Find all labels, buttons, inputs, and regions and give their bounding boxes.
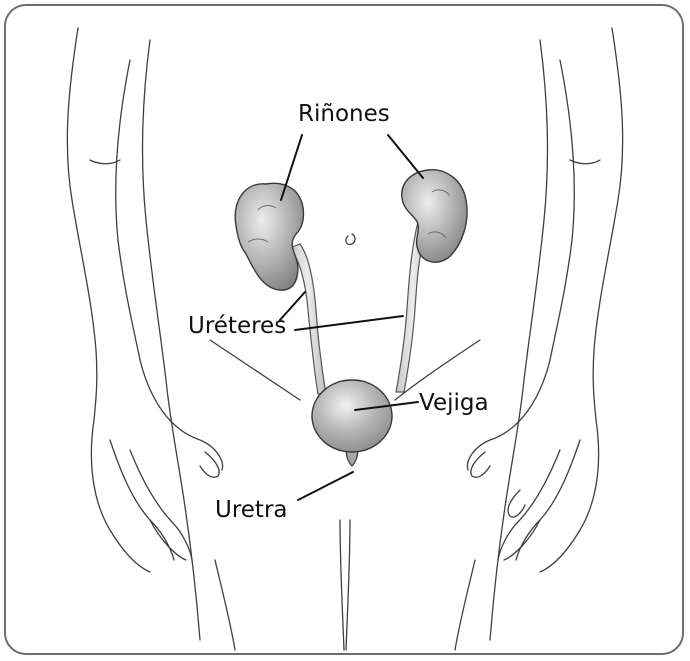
ureters-label: Uréteres: [188, 315, 286, 338]
bladder: [312, 380, 392, 466]
kidneys-label: Riñones: [298, 103, 390, 126]
right-kidney: [402, 170, 467, 262]
urethra-label: Uretra: [215, 499, 288, 522]
ureters: [290, 214, 430, 394]
bladder-label: Vejiga: [419, 392, 489, 415]
left-kidney: [235, 183, 303, 290]
kidneys: [235, 170, 467, 290]
